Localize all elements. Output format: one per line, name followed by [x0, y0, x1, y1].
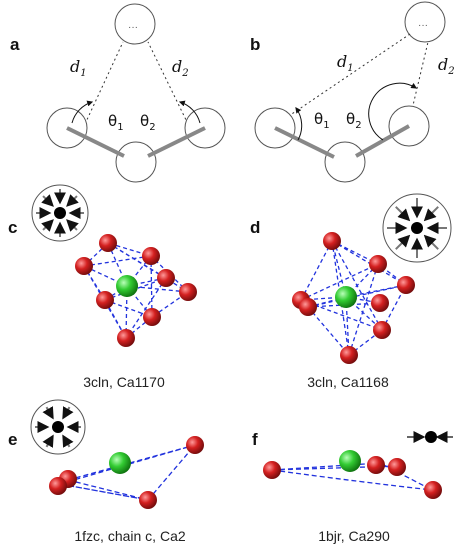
distance-line-d1: [84, 41, 124, 125]
center-dot: [52, 421, 64, 433]
calcium-atom: [339, 450, 361, 472]
coordination-bonds: [59, 443, 197, 501]
center-dot: [425, 431, 437, 443]
distance-line-d1: [279, 33, 411, 123]
inward-arrows-icon: [36, 189, 84, 237]
oxygen-atom: [157, 269, 175, 287]
panel-b: b ··· d1 d2 θ1 θ2: [250, 1, 455, 183]
inward-arrow: [66, 219, 79, 232]
coordination-bonds: [83, 242, 190, 339]
panel-label-c: c: [8, 218, 17, 237]
oxygen-atom: [263, 461, 281, 479]
force-inset-icon: [382, 193, 452, 263]
panel-d: d 3cln, Ca1168: [250, 193, 452, 390]
bond-rod-left: [274, 126, 335, 159]
angle-arc-theta2: [368, 82, 418, 141]
distance-line-d2: [147, 41, 189, 125]
panel-c: c 3cln, Ca1170: [8, 184, 197, 390]
center-atom-circle: [115, 141, 157, 183]
force-inset-icon: [30, 399, 86, 455]
bond-rod-right: [147, 126, 206, 158]
inward-arrow: [42, 434, 54, 448]
calcium-atom: [116, 275, 138, 297]
bond-rod-right: [355, 124, 410, 158]
oxygen-atom: [143, 308, 161, 326]
oxygen-atom: [340, 346, 358, 364]
inward-arrow: [66, 194, 79, 207]
panel-label-f: f: [252, 430, 258, 449]
atoms: [75, 234, 197, 347]
atoms: [292, 232, 415, 364]
angle-arc-theta2: [178, 100, 201, 124]
center-dot: [54, 207, 66, 219]
oxygen-atom: [99, 234, 117, 252]
oxygen-atom: [299, 298, 317, 316]
calcium-atom: [109, 452, 131, 474]
panel-a: a ··· d1 d2 θ1 θ2: [10, 3, 226, 183]
oxygen-atom: [179, 283, 197, 301]
panel-label-a: a: [10, 35, 20, 54]
atoms: [49, 436, 204, 509]
angle-arc-theta1: [71, 100, 94, 124]
oxygen-atom: [49, 477, 67, 495]
oxygen-atom: [388, 458, 406, 476]
inward-arrows-icon: [35, 406, 81, 448]
inward-arrow: [41, 219, 54, 232]
label-d2: d2: [172, 57, 189, 79]
oxygen-atom: [373, 321, 391, 339]
inward-arrow: [423, 234, 439, 250]
label-theta1: θ1: [314, 110, 330, 131]
oxygen-atom: [424, 481, 442, 499]
angle-arc-theta1: [295, 107, 303, 141]
top-atom-circle: [114, 3, 156, 45]
caption-c: 3cln, Ca1170: [83, 374, 165, 390]
top-atom-dots: ···: [418, 20, 428, 31]
oxygen-atom: [371, 294, 389, 312]
oxygen-atom: [367, 456, 385, 474]
label-d1: d1: [337, 52, 354, 74]
label-theta1: θ1: [108, 112, 124, 133]
oxygen-atom: [397, 276, 415, 294]
top-atom-dots: ···: [128, 22, 138, 33]
top-atom-circle: [404, 1, 446, 43]
center-atom-circle: [324, 141, 366, 183]
label-theta2: θ2: [140, 112, 156, 133]
oxygen-atom: [139, 491, 157, 509]
panel-e: e 1fzc, chain c, Ca2: [8, 399, 204, 544]
oxygen-atom: [323, 232, 341, 250]
label-d1: d1: [70, 57, 87, 79]
oxygen-atom: [75, 257, 93, 275]
panel-f: f 1bjr, Ca290: [252, 430, 453, 544]
inward-arrows-icon: [387, 198, 447, 258]
caption-f: 1bjr, Ca290: [318, 528, 390, 544]
inward-arrow: [395, 234, 411, 250]
inward-arrow: [41, 194, 54, 207]
label-theta2: θ2: [346, 110, 362, 131]
atoms: [263, 450, 442, 499]
calcium-atom: [335, 286, 357, 308]
oxygen-atom: [186, 436, 204, 454]
force-inset-icon: [31, 184, 89, 242]
center-dot: [411, 222, 423, 234]
inward-arrow: [42, 406, 54, 420]
inward-arrow: [62, 434, 74, 448]
oxygen-atom: [142, 247, 160, 265]
caption-d: 3cln, Ca1168: [307, 374, 389, 390]
panel-label-b: b: [250, 35, 260, 54]
panel-label-d: d: [250, 218, 260, 237]
distance-line-d2: [409, 41, 429, 119]
panel-label-e: e: [8, 430, 17, 449]
inward-arrow: [423, 206, 439, 222]
oxygen-atom: [96, 291, 114, 309]
label-d2: d2: [438, 55, 455, 77]
oxygen-atom: [117, 329, 135, 347]
oxygen-atom: [369, 255, 387, 273]
inward-arrow: [395, 206, 411, 222]
caption-e: 1fzc, chain c, Ca2: [74, 528, 185, 544]
force-inset-icon: [407, 431, 453, 443]
inward-arrow: [62, 406, 74, 420]
bond-rod-left: [66, 126, 125, 158]
